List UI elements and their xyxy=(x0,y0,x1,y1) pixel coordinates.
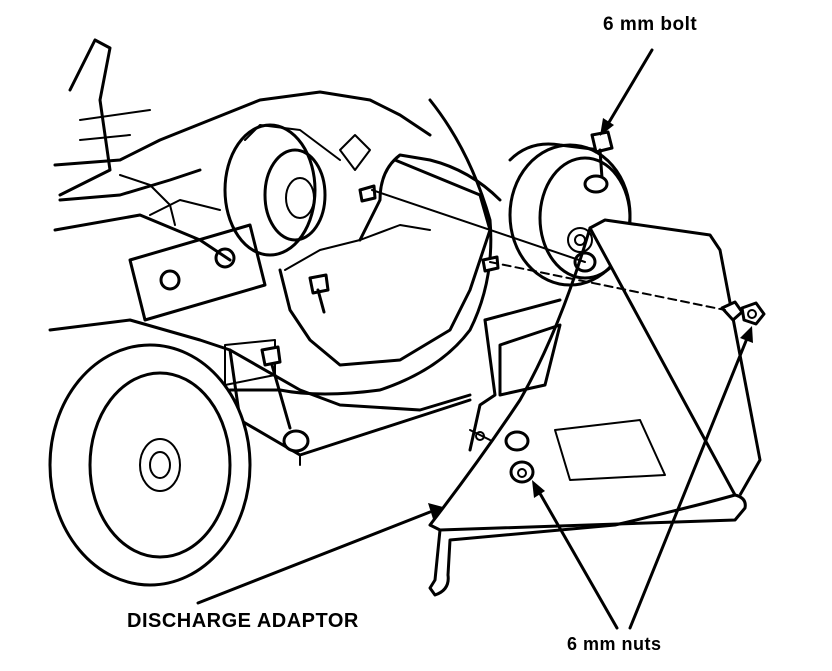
front-wheel xyxy=(48,343,252,587)
deck-bolts xyxy=(260,184,500,453)
engine-pulley xyxy=(223,123,371,257)
alignment-line-top xyxy=(371,189,586,263)
nuts-label: 6 mm nuts xyxy=(567,634,662,654)
nut-assembly xyxy=(504,300,766,484)
alignment-line xyxy=(489,261,726,311)
discharge-adaptor-label: DISCHARGE ADAPTOR xyxy=(127,610,359,632)
discharge-adaptor xyxy=(428,218,762,597)
leader-arrows xyxy=(196,48,753,630)
engine-housing xyxy=(53,38,432,262)
mower-deck xyxy=(48,98,502,466)
bolt-label: 6 mm bolt xyxy=(603,14,698,35)
